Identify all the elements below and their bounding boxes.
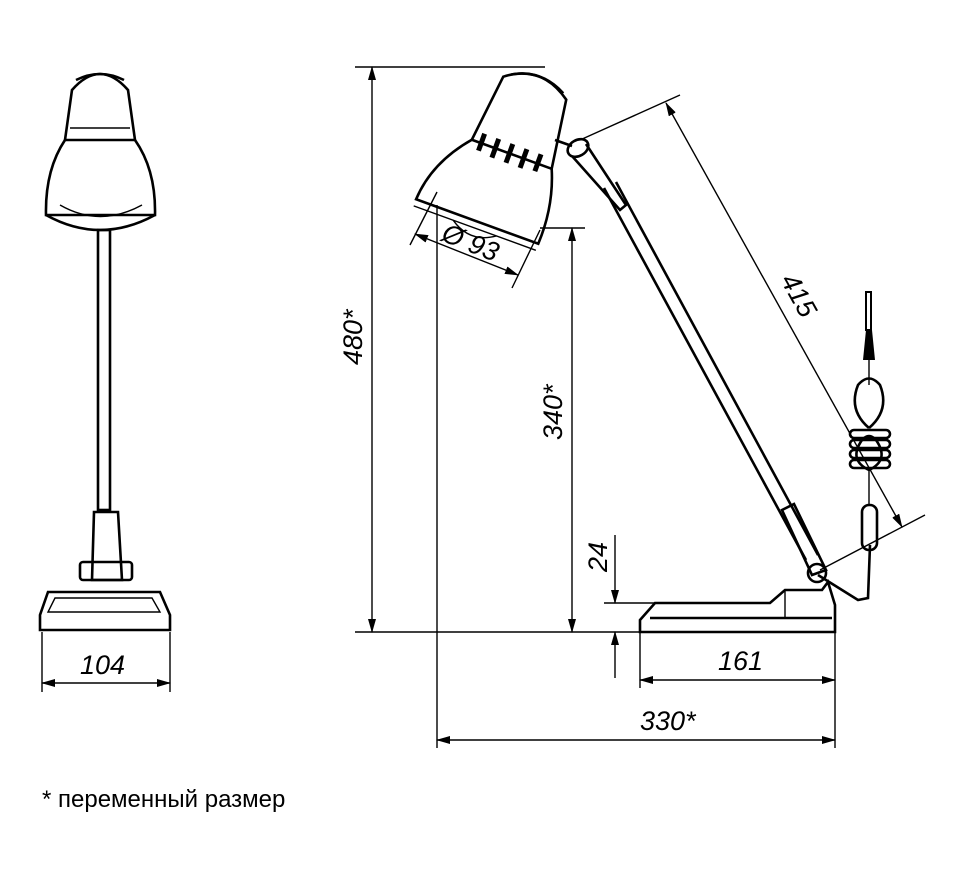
base-height-dimension: 24 xyxy=(583,535,655,678)
base-height-label: 24 xyxy=(583,542,613,573)
front-width-label: 104 xyxy=(80,650,125,680)
shade-diameter-label: Ø 93 xyxy=(437,217,503,267)
total-height-dimension: 480* xyxy=(338,66,640,633)
arm-length-label: 415 xyxy=(775,268,824,323)
reach-label: 330* xyxy=(640,706,697,736)
base-length-dimension: 161 xyxy=(639,632,836,748)
arm-length-dimension: 415 xyxy=(579,94,926,571)
front-width-dimension: 104 xyxy=(41,632,171,692)
shade-diameter-dimension: Ø 93 xyxy=(409,191,541,289)
shade-height-dimension: 340* xyxy=(538,227,585,633)
total-height-label: 480* xyxy=(338,308,368,365)
side-view-lamp xyxy=(413,72,892,634)
shade-height-label: 340* xyxy=(538,383,568,440)
reach-dimension: 330* xyxy=(436,706,836,744)
base-length-label: 161 xyxy=(718,646,763,676)
footnote: * переменный размер xyxy=(42,786,286,813)
front-view-lamp xyxy=(38,72,172,632)
